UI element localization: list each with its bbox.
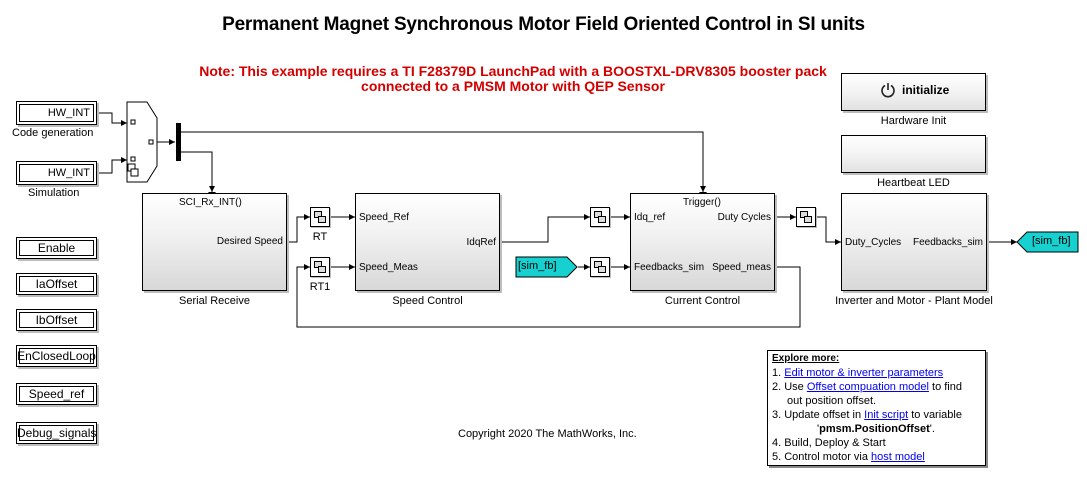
goto-tag-shape <box>1016 231 1079 253</box>
explore-item-2: 2. Use Offset compuation model to find <box>772 380 981 394</box>
debug-signals-block[interactable]: Debug_signals <box>16 422 97 444</box>
rate-transition-duty[interactable] <box>796 207 816 227</box>
line-mux-serial <box>181 151 215 192</box>
speed-meas-out-port: Speed_meas <box>712 262 771 273</box>
from-sim-fb-tag[interactable]: [sim_fb] <box>518 260 557 272</box>
explore-item-2-suffix: to find <box>928 381 962 393</box>
speed-ref-label: Speed_ref <box>28 387 85 401</box>
speed-control-caption: Speed Control <box>392 295 463 307</box>
serial-trigger-port: SCI_Rx_INT() <box>179 197 242 208</box>
heartbeat-led-caption: Heartbeat LED <box>877 177 950 189</box>
explore-item-5: 5. Control motor via host model <box>772 450 981 464</box>
idq-ref-out-port: IdqRef <box>466 237 496 248</box>
hw-int-simulation-block[interactable]: HW_INT <box>16 161 97 185</box>
speed-ref-port: Speed_Ref <box>359 212 410 223</box>
line-serial-rt <box>287 214 310 243</box>
ib-offset-label: IbOffset <box>35 313 78 327</box>
explore-item-1: 1. Edit motor & inverter parameters <box>772 366 981 380</box>
plant-model-block[interactable]: Duty_Cycles Feedbacks_sim <box>841 193 987 291</box>
debug-signals-label: Debug_signals <box>17 426 97 440</box>
explore-item-1-prefix: 1. <box>772 367 785 379</box>
offset-computation-link[interactable]: Offset compuation model <box>806 381 929 393</box>
mux-block <box>176 123 181 161</box>
line-hwint-top <box>97 112 127 126</box>
en-closed-loop-label: EnClosedLoop <box>17 349 96 363</box>
explore-item-5-prefix: 5. Control motor via <box>772 451 872 463</box>
enable-block[interactable]: Enable <box>16 237 97 259</box>
heartbeat-led-block[interactable] <box>841 135 986 173</box>
quote-close: '. <box>929 423 935 435</box>
edit-parameters-link[interactable]: Edit motor & inverter parameters <box>784 367 944 379</box>
hardware-init-block[interactable]: initialize <box>841 73 986 111</box>
serial-receive-caption: Serial Receive <box>179 295 250 307</box>
speed-meas-port: Speed_Meas <box>359 262 418 273</box>
position-offset-variable: pmsm.PositionOffset <box>819 423 930 435</box>
goto-sim-fb-tag[interactable]: [sim_fb] <box>1032 235 1071 247</box>
line-mux-current <box>181 131 706 192</box>
line-feedback <box>296 264 801 328</box>
explore-header: Explore more: <box>772 353 840 364</box>
en-closed-loop-block[interactable]: EnClosedLoop <box>16 345 97 367</box>
line-speed-rt3 <box>500 214 590 243</box>
rate-transition-rt[interactable] <box>310 207 330 227</box>
hardware-init-caption: Hardware Init <box>880 115 947 127</box>
explore-item-3: 3. Update offset in Init script to varia… <box>772 408 981 422</box>
hw-int-codegen-label: HW_INT <box>47 107 90 119</box>
host-model-link[interactable]: host model <box>871 451 925 463</box>
note-line-1: Note: This example requires a TI F28379D… <box>199 63 827 79</box>
plant-model-caption: Inverter and Motor - Plant Model <box>835 295 993 307</box>
duty-cycles-in-port: Duty_Cycles <box>845 237 902 248</box>
note-line-2: connected to a PMSM Motor with QEP Senso… <box>361 78 665 94</box>
requirement-note: Note: This example requires a TI F28379D… <box>150 64 876 94</box>
serial-desired-speed-port: Desired Speed <box>216 236 283 247</box>
explore-more-panel: Explore more: 1. Edit motor & inverter p… <box>767 350 986 466</box>
ia-offset-label: IaOffset <box>35 277 78 291</box>
speed-control-block[interactable]: Speed_Ref Speed_Meas IdqRef <box>355 193 500 291</box>
rate-transition-feedback[interactable] <box>590 257 610 277</box>
ia-offset-block[interactable]: IaOffset <box>16 273 97 295</box>
speed-ref-block[interactable]: Speed_ref <box>16 383 97 405</box>
rt1-caption: RT1 <box>309 281 331 293</box>
init-script-link[interactable]: Init script <box>864 409 909 421</box>
explore-item-2-cont: out position offset. <box>787 395 877 407</box>
idq-ref-in-port: Idq_ref <box>634 212 666 223</box>
current-trigger-port: Trigger() <box>683 197 721 208</box>
code-generation-caption: Code generation <box>12 127 94 139</box>
explore-item-2-prefix: 2. Use <box>772 381 807 393</box>
explore-item-4: 4. Build, Deploy & Start <box>772 437 886 449</box>
line-hwint-bottom <box>97 157 127 174</box>
current-control-caption: Current Control <box>664 295 741 307</box>
copyright-text: Copyright 2020 The MathWorks, Inc. <box>458 428 637 440</box>
feedbacks-sim-in-port: Feedbacks_sim <box>634 262 705 273</box>
line-rt5-plant <box>817 216 841 245</box>
explore-item-3-prefix: 3. Update offset in <box>772 409 865 421</box>
enable-label: Enable <box>37 241 76 255</box>
serial-receive-block[interactable]: SCI_Rx_INT() Desired Speed <box>142 193 287 291</box>
page-title: Permanent Magnet Synchronous Motor Field… <box>222 14 865 35</box>
rt-caption: RT <box>312 231 328 243</box>
ib-offset-block[interactable]: IbOffset <box>16 309 97 331</box>
power-icon <box>880 82 896 98</box>
quote-open: ' <box>817 423 820 435</box>
explore-item-3-suffix: to variable <box>908 409 962 421</box>
explore-item-3-var: 'pmsm.PositionOffset'. <box>772 422 981 436</box>
feedbacks-sim-out-port: Feedbacks_sim <box>912 237 983 248</box>
rate-transition-rt1[interactable] <box>310 257 330 277</box>
from-tag-shape <box>515 256 578 278</box>
duty-cycles-out-port: Duty Cycles <box>717 212 771 223</box>
hw-int-codegen-block[interactable]: HW_INT <box>16 101 97 125</box>
rate-transition-idq[interactable] <box>590 207 610 227</box>
current-control-block[interactable]: Trigger() Idq_ref Feedbacks_sim Duty Cyc… <box>630 193 775 291</box>
hw-int-simulation-label: HW_INT <box>47 167 90 179</box>
simulation-caption: Simulation <box>28 187 80 199</box>
initialize-button-label: initialize <box>902 83 950 97</box>
